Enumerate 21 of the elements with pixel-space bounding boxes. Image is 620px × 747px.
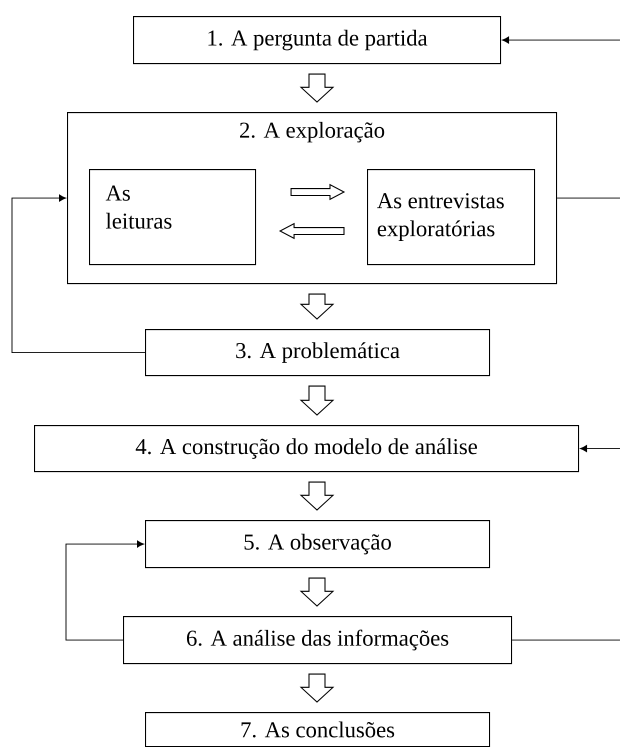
process-box: 5. A observação (145, 520, 490, 568)
arrow (12, 194, 146, 353)
arrow (66, 540, 144, 640)
process-box: 4. A construção do modelo de análise (34, 425, 580, 472)
block-arrow (300, 386, 334, 416)
arrow (580, 445, 620, 452)
process-box: 1. A pergunta de partida (133, 16, 502, 64)
process-box: As entrevistas exploratórias (367, 169, 536, 266)
block-arrow (300, 74, 334, 103)
process-box: 3. A problemática (145, 329, 490, 376)
block-arrow (300, 674, 334, 703)
process-box: 7. As conclusões (145, 712, 490, 747)
process-box: As leituras (89, 169, 256, 266)
block-arrow (300, 294, 334, 320)
block-arrow (300, 482, 334, 511)
block-arrow (278, 222, 345, 240)
arrow (502, 36, 620, 44)
process-box: 6. A análise das informações (123, 616, 512, 664)
block-arrow (300, 578, 334, 607)
block-arrow (290, 184, 346, 200)
connector-line (556, 198, 620, 199)
